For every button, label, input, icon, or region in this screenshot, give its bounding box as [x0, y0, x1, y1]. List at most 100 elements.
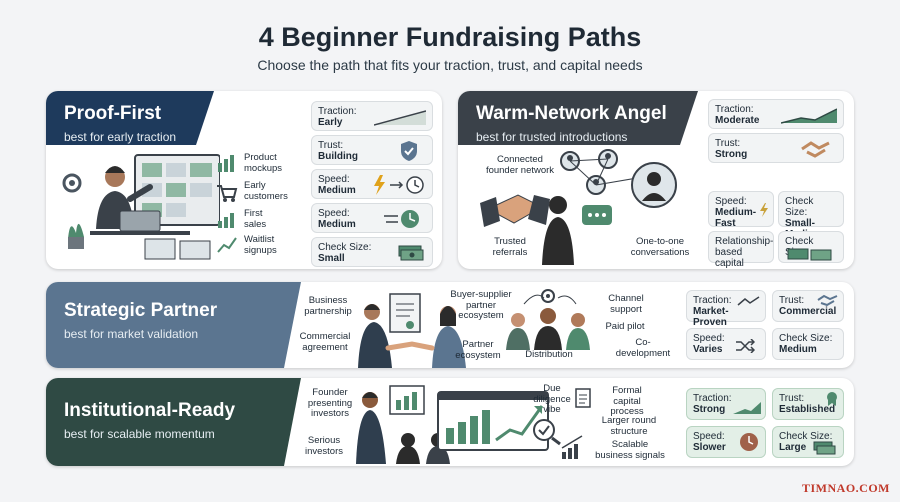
- warm-chip-check-size-1: Check Size: Small-Medium: [778, 191, 844, 240]
- institutional-label-3: Due diligence vibe: [533, 383, 571, 415]
- proof-first-banner-shape: [46, 91, 214, 145]
- chip-key: Speed:: [693, 431, 725, 442]
- chip-value: Building: [318, 151, 358, 162]
- warm-label-1: Connected founder network: [485, 154, 555, 176]
- chip-value: Varies: [693, 344, 723, 355]
- strategic-chip-traction: Traction: Market-Proven: [686, 290, 766, 328]
- fast-clock-icon: [384, 210, 419, 228]
- institutional-title: Institutional-Ready: [64, 400, 236, 421]
- strategic-banner-shape: [46, 282, 301, 368]
- badge-icon: [827, 392, 837, 406]
- team-illustration: [506, 289, 590, 350]
- chip-key: Speed:: [693, 333, 725, 344]
- strategic-label-6: Channel support: [608, 293, 644, 315]
- chip-key: Traction:: [715, 104, 754, 115]
- proof-chip-speed-2: Speed: Medium: [311, 203, 433, 233]
- proof-chip-check-size: Check Size: Small: [311, 237, 433, 267]
- warm-label-2: Trusted referrals: [492, 236, 528, 258]
- proof-first-subtitle: best for early traction: [64, 130, 177, 144]
- warm-chip-check-size-2: Check Size:: [778, 231, 844, 263]
- strategic-label-2: Commercial agreement: [299, 331, 351, 353]
- institutional-chip-trust: Trust: Established: [772, 388, 844, 420]
- proof-chip-trust: Trust: Building: [311, 135, 433, 165]
- chip-key: Speed:: [318, 174, 350, 185]
- institutional-subtitle: best for scalable momentum: [64, 427, 215, 441]
- chip-value: Early: [318, 117, 343, 128]
- chip-value: Established: [779, 404, 836, 415]
- proof-label-4: Waitlist signups: [244, 234, 277, 256]
- chip-key: Trust:: [318, 140, 344, 151]
- chip-key: Trust:: [779, 295, 805, 306]
- chip-value: Slower: [693, 442, 726, 453]
- shuffle-icon: [736, 339, 755, 353]
- institutional-chip-traction: Traction: Strong: [686, 388, 766, 420]
- strategic-chip-trust: Trust: Commercial: [772, 290, 844, 322]
- chip-key: Trust:: [715, 138, 741, 149]
- chip-value: Market-Proven: [693, 306, 729, 328]
- growth-arrow-icon: [561, 435, 583, 459]
- institutional-chip-check-size: Check Size: Large: [772, 426, 844, 458]
- handshake-icon: [817, 294, 838, 306]
- strategic-label-4: Partner ecosystem: [455, 339, 501, 361]
- growth-bars-icon: [218, 213, 234, 228]
- trend-arrow-icon: [737, 296, 760, 306]
- chip-value: Moderate: [715, 115, 760, 126]
- chip-key: Trust:: [779, 393, 805, 404]
- chip-key: Check Size:: [318, 242, 372, 253]
- proof-label-2: Early customers: [244, 180, 288, 202]
- trend-chart-icon: [217, 237, 237, 253]
- chip-key: Speed:: [715, 196, 747, 207]
- strategic-label-8: Co-development: [615, 337, 671, 359]
- chip-key: Traction:: [318, 106, 357, 117]
- clock-icon: [740, 433, 758, 451]
- rising-area-icon: [781, 108, 837, 124]
- proof-label-1: Product mockups: [244, 152, 283, 174]
- strategic-label-5: Distribution: [525, 349, 573, 360]
- institutional-banner-shape: [46, 378, 301, 466]
- presentation-illustration: [356, 385, 549, 464]
- chip-key: Check Size:: [785, 196, 814, 218]
- clipboard-icon: [575, 388, 591, 408]
- institutional-label-5: Larger round structure: [601, 415, 657, 437]
- chip-value: Strong: [693, 404, 726, 415]
- lightning-clock-icon: [374, 175, 424, 195]
- chip-value: Large: [779, 442, 807, 453]
- strategic-label-7: Paid pilot: [605, 321, 645, 332]
- chip-value: Medium: [318, 219, 356, 230]
- institutional-chip-speed: Speed: Slower: [686, 426, 766, 458]
- institutional-label-1: Founder presenting investors: [307, 387, 353, 419]
- bar-chart-icon: [218, 155, 234, 172]
- cash-stack-icon: [787, 248, 832, 261]
- institutional-ready-panel: Institutional-Ready best for scalable mo…: [46, 378, 854, 466]
- institutional-label-4: Formal capital process: [610, 385, 644, 417]
- strategic-title: Strategic Partner: [64, 300, 218, 321]
- proof-first-banner: Proof-First best for early traction: [46, 91, 176, 144]
- proof-first-title: Proof-First: [64, 103, 162, 124]
- strategic-banner: Strategic Partner best for market valida…: [46, 282, 217, 341]
- cash-stack-icon: [398, 245, 424, 261]
- chip-value: Medium-Fast: [715, 207, 757, 229]
- proof-first-panel: Proof-First best for early traction Prod…: [46, 91, 442, 269]
- warm-network-subtitle: best for trusted introductions: [476, 130, 628, 144]
- chip-key: Relationship-based capital: [715, 236, 774, 269]
- warm-label-3: One-to-one conversations: [630, 236, 690, 258]
- chip-key: Check Size:: [779, 431, 833, 442]
- chip-key: Check Size:: [779, 333, 833, 344]
- page-title: 4 Beginner Fundraising Paths: [258, 22, 642, 52]
- proof-chip-speed-1: Speed: Medium: [311, 169, 433, 199]
- chip-value: Medium: [779, 344, 817, 355]
- institutional-banner: Institutional-Ready best for scalable mo…: [46, 378, 235, 441]
- strategic-chip-speed: Speed: Varies: [686, 328, 766, 360]
- strategic-partner-panel: Strategic Partner best for market valida…: [46, 282, 854, 368]
- warm-network-banner-shape: [458, 91, 698, 145]
- angel-network-illustration: [480, 149, 677, 265]
- institutional-label-2: Serious investors: [304, 435, 343, 457]
- rising-line-icon: [374, 110, 426, 126]
- proof-label-3: First sales: [244, 208, 267, 230]
- page-subtitle: Choose the path that fits your traction,…: [257, 57, 643, 73]
- warm-network-banner: Warm-Network Angel best for trusted intr…: [458, 91, 667, 144]
- shield-check-icon: [401, 141, 417, 161]
- warm-network-title: Warm-Network Angel: [476, 103, 667, 124]
- warm-network-angel-panel: Warm-Network Angel best for trusted intr…: [458, 91, 854, 269]
- strategic-label-3: Buyer-supplier partner ecosystem: [450, 289, 512, 321]
